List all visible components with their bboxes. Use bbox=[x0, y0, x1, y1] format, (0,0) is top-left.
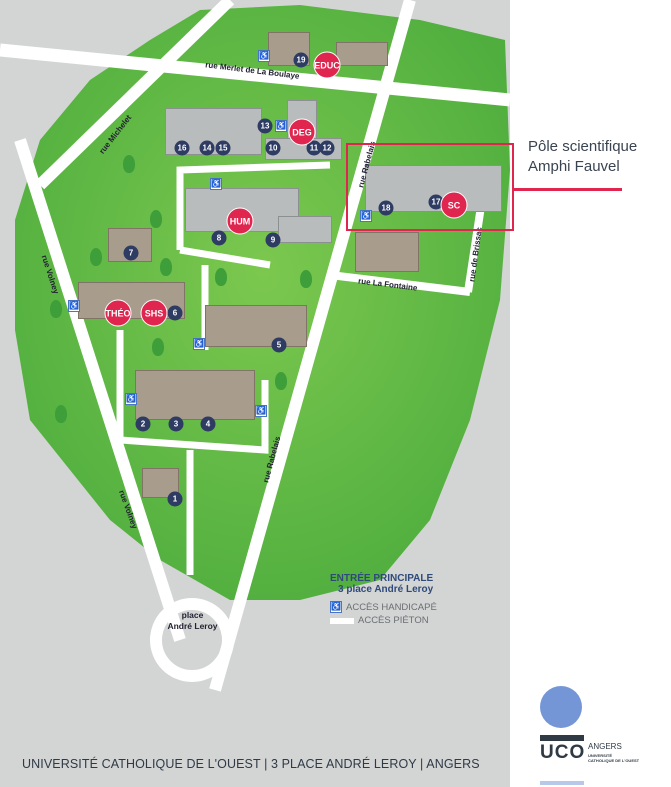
pole-scientifique-highlight[interactable] bbox=[346, 143, 514, 231]
map-background bbox=[0, 0, 510, 692]
faculty-marker-hum[interactable]: HUM bbox=[226, 207, 254, 235]
handicap-icon: ♿ bbox=[125, 393, 137, 405]
road-michelet bbox=[35, 0, 235, 190]
building-marker[interactable]: 14 bbox=[199, 140, 215, 156]
building-marker[interactable]: 7 bbox=[123, 245, 139, 261]
building-marker[interactable]: 19 bbox=[293, 52, 309, 68]
building-marker[interactable]: 18 bbox=[378, 200, 394, 216]
handicap-icon: ♿ bbox=[255, 405, 267, 417]
road-volney bbox=[14, 138, 186, 642]
building-marker[interactable]: 3 bbox=[168, 416, 184, 432]
handicap-icon: ♿ bbox=[193, 338, 205, 350]
handicap-icon: ♿ bbox=[330, 601, 342, 613]
road-lafontaine bbox=[329, 271, 471, 296]
building-marker[interactable]: 15 bbox=[215, 140, 231, 156]
road-rabelais bbox=[209, 0, 416, 692]
faculty-marker-deg[interactable]: DEG bbox=[288, 118, 316, 146]
building-marker[interactable]: 8 bbox=[211, 230, 227, 246]
handicap-icon: ♿ bbox=[258, 50, 270, 62]
callout-line bbox=[514, 188, 622, 191]
faculty-marker-educ[interactable]: EDUC bbox=[313, 51, 341, 79]
building-marker[interactable]: 4 bbox=[200, 416, 216, 432]
building-marker[interactable]: 1 bbox=[167, 491, 183, 507]
building-marker[interactable]: 13 bbox=[257, 118, 273, 134]
entrance-address: 3 place André Leroy bbox=[338, 584, 434, 595]
building-marker[interactable]: 6 bbox=[167, 305, 183, 321]
legend-handicap: ♿ ACCÈS HANDICAPÉ bbox=[330, 601, 437, 613]
uco-logo: UCO ANGERS UNIVERSITÉ CATHOLIQUE DE L'OU… bbox=[540, 686, 640, 786]
faculty-marker-sc[interactable]: SC bbox=[440, 191, 468, 219]
building-marker[interactable]: 5 bbox=[271, 337, 287, 353]
building-marker[interactable]: 10 bbox=[265, 140, 281, 156]
legend-pedestrian: ACCÈS PIÉTON bbox=[330, 615, 437, 626]
handicap-icon: ♿ bbox=[210, 178, 222, 190]
pedestrian-path-swatch bbox=[330, 617, 354, 624]
entrance-title: ENTRÉE PRINCIPALE bbox=[330, 573, 434, 584]
building-marker[interactable]: 17 bbox=[428, 194, 444, 210]
faculty-marker-shs[interactable]: SHS bbox=[140, 299, 168, 327]
callout-label: Pôle scientifique Amphi Fauvel bbox=[528, 138, 638, 175]
path-loop bbox=[116, 161, 331, 575]
legend: ENTRÉE PRINCIPALE 3 place André Leroy ♿ … bbox=[330, 573, 437, 626]
faculty-marker-theo[interactable]: THÉO bbox=[104, 299, 132, 327]
handicap-icon: ♿ bbox=[275, 120, 287, 132]
road-merlet bbox=[0, 43, 510, 107]
campus-green-area bbox=[15, 5, 510, 600]
building-marker[interactable]: 11 bbox=[306, 140, 322, 156]
building-marker[interactable]: 2 bbox=[135, 416, 151, 432]
building-marker[interactable]: 12 bbox=[319, 140, 335, 156]
footer-address: UNIVERSITÉ CATHOLIQUE DE L'OUEST | 3 PLA… bbox=[22, 757, 480, 771]
handicap-icon: ♿ bbox=[68, 300, 80, 312]
campus-map[interactable]: ♿ ♿ ♿ ♿ ♿ ♿ ♿ ♿ rue Merlet de La Boulaye… bbox=[0, 0, 510, 787]
handicap-icon: ♿ bbox=[360, 210, 372, 222]
building-marker[interactable]: 9 bbox=[265, 232, 281, 248]
building-marker[interactable]: 16 bbox=[174, 140, 190, 156]
